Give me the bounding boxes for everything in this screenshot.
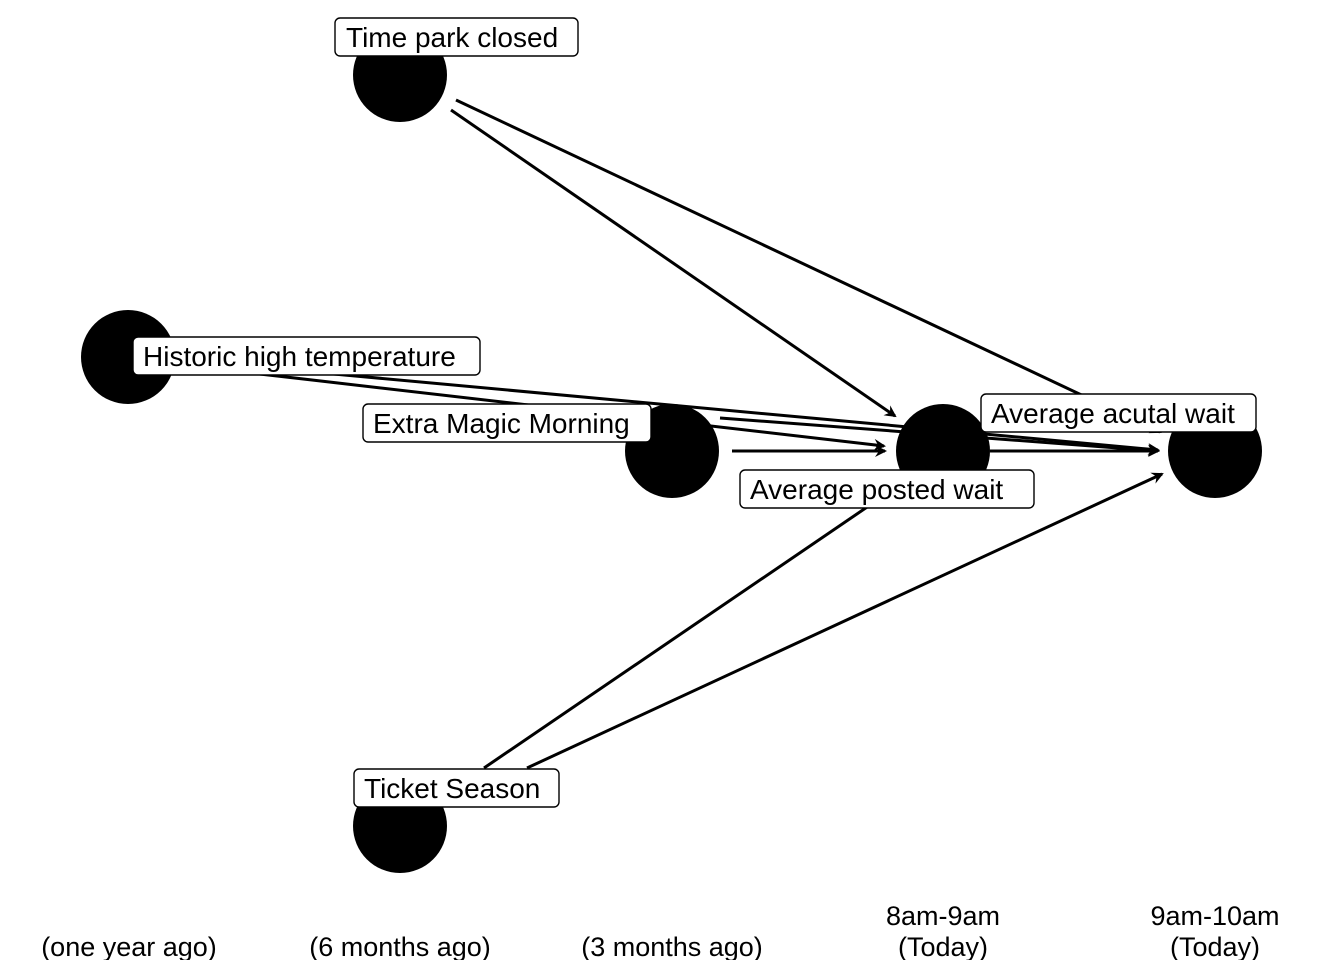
label-historic-high-temperature: Historic high temperature bbox=[132, 336, 481, 376]
label-box bbox=[739, 469, 1035, 509]
axis-label-line2: (Today) bbox=[898, 932, 988, 960]
time-axis: (one year ago) (6 months ago) (3 months … bbox=[41, 901, 1279, 960]
edge-park-close-to-actual bbox=[455, 98, 1162, 434]
label-box bbox=[362, 403, 652, 443]
axis-label-line1: 8am-9am bbox=[886, 901, 1000, 931]
label-box bbox=[132, 336, 481, 376]
label-text: Historic high temperature bbox=[143, 341, 456, 372]
edge-season-to-actual bbox=[526, 472, 1164, 770]
axis-label-line1: 9am-10am bbox=[1150, 901, 1279, 931]
label-time-park-closed: Time park closed bbox=[334, 17, 579, 57]
label-text: Average acutal wait bbox=[991, 398, 1235, 429]
axis-label-line2: (3 months ago) bbox=[581, 932, 763, 960]
label-extra-magic-morning: Extra Magic Morning bbox=[362, 403, 652, 443]
label-text: Time park closed bbox=[346, 22, 558, 53]
edge-park-close-to-posted bbox=[450, 108, 897, 418]
label-box bbox=[353, 768, 560, 808]
label-text: Average posted wait bbox=[750, 474, 1003, 505]
label-ticket-season: Ticket Season bbox=[353, 768, 560, 808]
edge-season-to-posted bbox=[483, 484, 899, 770]
label-text: Ticket Season bbox=[364, 773, 540, 804]
axis-label-line2: (6 months ago) bbox=[309, 932, 491, 960]
node-historic-high-temperature bbox=[81, 310, 175, 404]
axis-label-line2: (one year ago) bbox=[41, 932, 217, 960]
label-box bbox=[980, 393, 1257, 433]
label-average-posted-wait: Average posted wait bbox=[739, 469, 1035, 509]
label-average-actual-wait: Average acutal wait bbox=[980, 393, 1257, 433]
label-box bbox=[334, 17, 579, 57]
axis-label-line2: (Today) bbox=[1170, 932, 1260, 960]
label-text: Extra Magic Morning bbox=[373, 408, 630, 439]
